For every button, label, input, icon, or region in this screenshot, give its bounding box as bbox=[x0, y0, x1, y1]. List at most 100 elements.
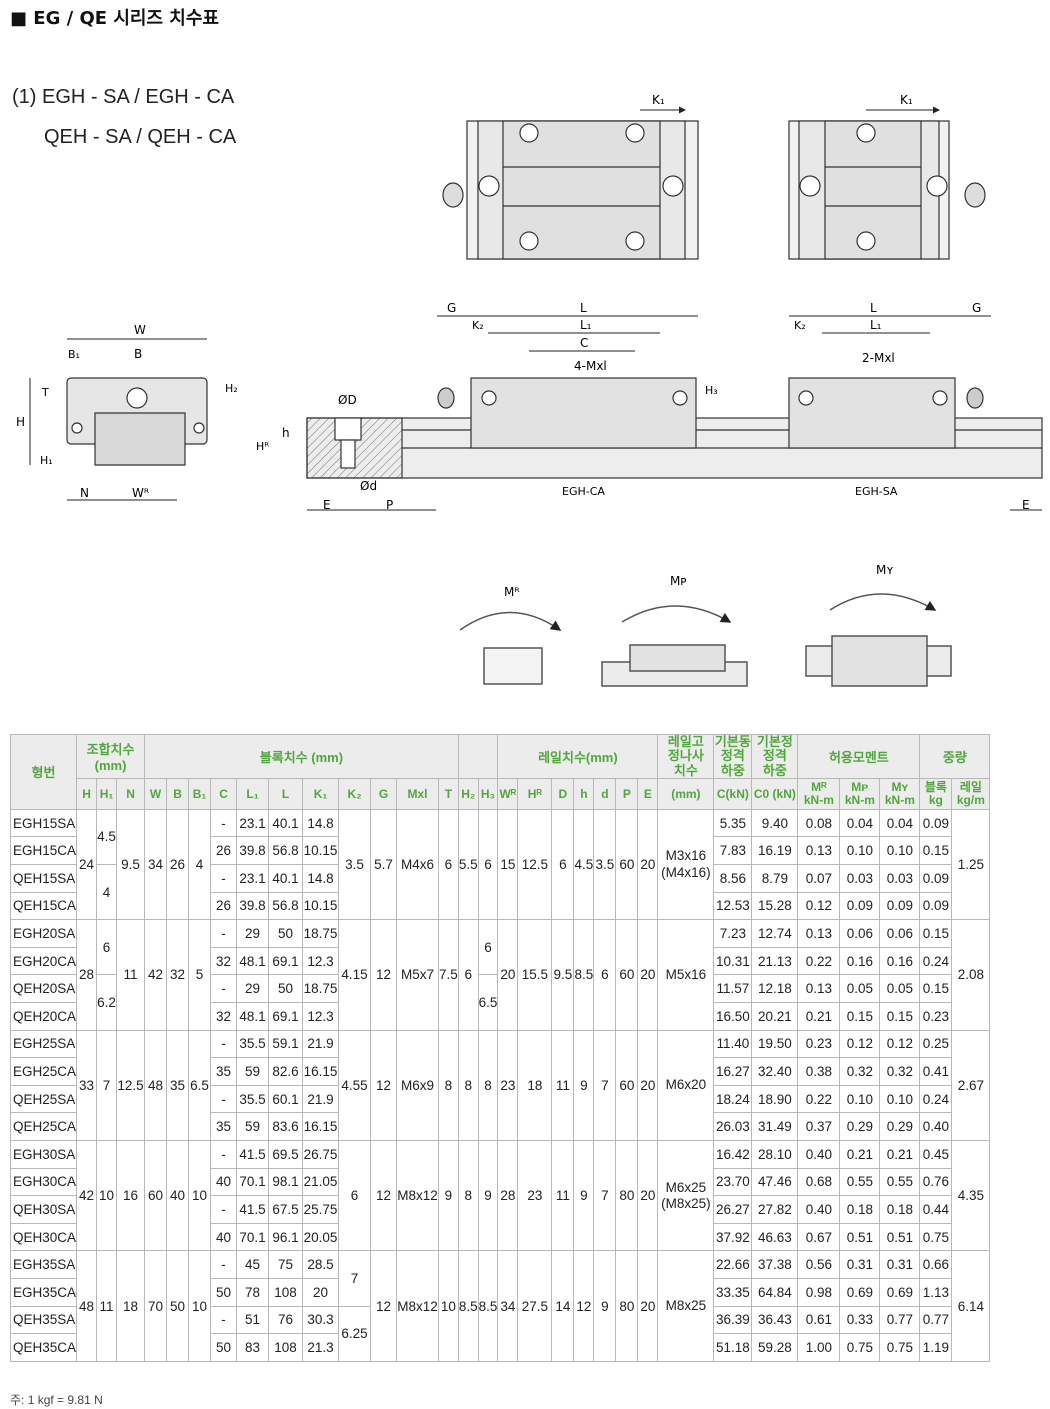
model-cell: EGH35CA bbox=[9, 1277, 78, 1307]
table-cell: 12.18 bbox=[751, 974, 799, 1004]
label-k1-b: K₁ bbox=[900, 93, 913, 107]
table-cell: 80 bbox=[615, 1250, 639, 1362]
table-cell: 21.05 bbox=[302, 1167, 340, 1197]
label-e-left: E bbox=[323, 498, 331, 512]
table-cell: 40 bbox=[210, 1222, 238, 1252]
table-cell: 28 bbox=[76, 919, 98, 1031]
head-bolt: 레일고 정나사 치수 bbox=[657, 734, 715, 779]
table-cell: 16.42 bbox=[713, 1140, 753, 1169]
table-cell: 50 bbox=[166, 1250, 190, 1362]
table-cell: 0.25 bbox=[919, 1029, 953, 1059]
table-cell: 20 bbox=[637, 1029, 659, 1142]
table-cell: 6 bbox=[477, 919, 499, 976]
table-cell: 20.21 bbox=[751, 1002, 799, 1031]
head-symbol: C(kN) bbox=[713, 777, 753, 810]
head-moment: 허용모멘트 bbox=[797, 734, 921, 779]
table-cell: 24 bbox=[76, 808, 98, 921]
table-cell: - bbox=[210, 1305, 238, 1335]
table-cell: 82.6 bbox=[268, 1057, 304, 1086]
head-symbol: G bbox=[370, 777, 398, 810]
table-cell: 23 bbox=[497, 1029, 519, 1142]
head-symbol: Mᴘ kN-m bbox=[839, 777, 881, 810]
table-cell: 26.27 bbox=[713, 1195, 753, 1224]
table-cell: 40.1 bbox=[268, 864, 304, 893]
head-combo: 조합치수 (mm) bbox=[76, 734, 146, 779]
table-cell: M6x25 (M8x25) bbox=[657, 1140, 715, 1252]
table-cell: 14.8 bbox=[302, 808, 340, 838]
table-cell: 42 bbox=[144, 919, 168, 1031]
table-cell: 10 bbox=[96, 1140, 118, 1252]
table-cell: 76 bbox=[268, 1305, 304, 1335]
table-cell: 20 bbox=[302, 1277, 340, 1307]
table-cell: 60 bbox=[615, 808, 639, 921]
table-cell: 56.8 bbox=[268, 836, 304, 866]
table-cell: 23.70 bbox=[713, 1167, 753, 1197]
table-cell: 4.55 bbox=[338, 1029, 372, 1142]
table-cell: - bbox=[210, 808, 238, 838]
model-cell: QEH35SA bbox=[9, 1305, 78, 1335]
table-cell: 0.31 bbox=[839, 1250, 881, 1279]
label-wr: Wᴿ bbox=[132, 486, 150, 500]
table-cell: 0.10 bbox=[879, 1084, 921, 1114]
table-cell: 40 bbox=[166, 1140, 190, 1252]
table-cell: 11 bbox=[116, 919, 146, 1031]
table-cell: 0.29 bbox=[839, 1112, 881, 1142]
label-l1-ca: L₁ bbox=[580, 318, 592, 332]
table-cell: 69.1 bbox=[268, 946, 304, 976]
table-cell: 51.18 bbox=[713, 1333, 753, 1362]
table-cell: 0.15 bbox=[839, 1002, 881, 1031]
model-cell: EGH30CA bbox=[9, 1167, 78, 1197]
table-cell: 0.21 bbox=[879, 1140, 921, 1169]
label-c: C bbox=[580, 336, 588, 350]
head-symbol: P bbox=[615, 777, 639, 810]
table-cell: 0.10 bbox=[839, 1084, 881, 1114]
label-hr: Hᴿ bbox=[256, 440, 269, 453]
model-cell: QEH35CA bbox=[9, 1333, 78, 1362]
table-cell: 1.00 bbox=[797, 1333, 841, 1362]
table-cell: M8x25 bbox=[657, 1250, 715, 1362]
table-cell: 21.13 bbox=[751, 946, 799, 976]
table-cell: 0.09 bbox=[919, 891, 953, 921]
table-cell: 7.83 bbox=[713, 836, 753, 866]
table-cell: - bbox=[210, 974, 238, 1004]
table-cell: 0.22 bbox=[797, 946, 841, 976]
label-my: Mʏ bbox=[876, 563, 894, 577]
table-cell: 48 bbox=[144, 1029, 168, 1142]
table-cell: 15.28 bbox=[751, 891, 799, 921]
table-cell: 0.67 bbox=[797, 1222, 841, 1252]
table-cell: 60 bbox=[615, 919, 639, 1031]
table-cell: 8.79 bbox=[751, 864, 799, 893]
table-cell: 59 bbox=[236, 1057, 270, 1086]
table-cell: 16.19 bbox=[751, 836, 799, 866]
table-cell: 16.15 bbox=[302, 1112, 340, 1142]
table-cell: 0.06 bbox=[839, 919, 881, 948]
head-symbol: Wᴿ bbox=[497, 777, 519, 810]
table-cell: 41.5 bbox=[236, 1140, 270, 1169]
model-cell: EGH30SA bbox=[9, 1140, 78, 1169]
model-cell: QEH30SA bbox=[9, 1195, 78, 1224]
label-d: Ød bbox=[360, 479, 377, 493]
table-cell: 0.40 bbox=[797, 1140, 841, 1169]
table-cell: 59.1 bbox=[268, 1029, 304, 1059]
table-cell: 0.09 bbox=[919, 808, 953, 838]
head-symbol: L₁ bbox=[236, 777, 270, 810]
table-cell: 0.38 bbox=[797, 1057, 841, 1086]
head-symbol: Mʏ kN-m bbox=[879, 777, 921, 810]
table-cell: 60 bbox=[615, 1029, 639, 1142]
table-cell: 32 bbox=[210, 1002, 238, 1031]
table-cell: 0.10 bbox=[879, 836, 921, 866]
table-cell: 5.7 bbox=[370, 808, 398, 921]
table-cell: 42 bbox=[76, 1140, 98, 1252]
table-cell: 10 bbox=[188, 1250, 212, 1362]
table-cell: 5.35 bbox=[713, 808, 753, 838]
label-g-ca: G bbox=[447, 301, 456, 315]
table-cell: 10 bbox=[438, 1250, 459, 1362]
table-cell: 50 bbox=[268, 919, 304, 948]
table-cell: 0.51 bbox=[839, 1222, 881, 1252]
table-cell: 6 bbox=[96, 919, 118, 976]
table-cell: 9 bbox=[438, 1140, 459, 1252]
table-cell: M5x7 bbox=[396, 919, 440, 1031]
model-cell: QEH30CA bbox=[9, 1222, 78, 1252]
table-cell: 50 bbox=[268, 974, 304, 1004]
